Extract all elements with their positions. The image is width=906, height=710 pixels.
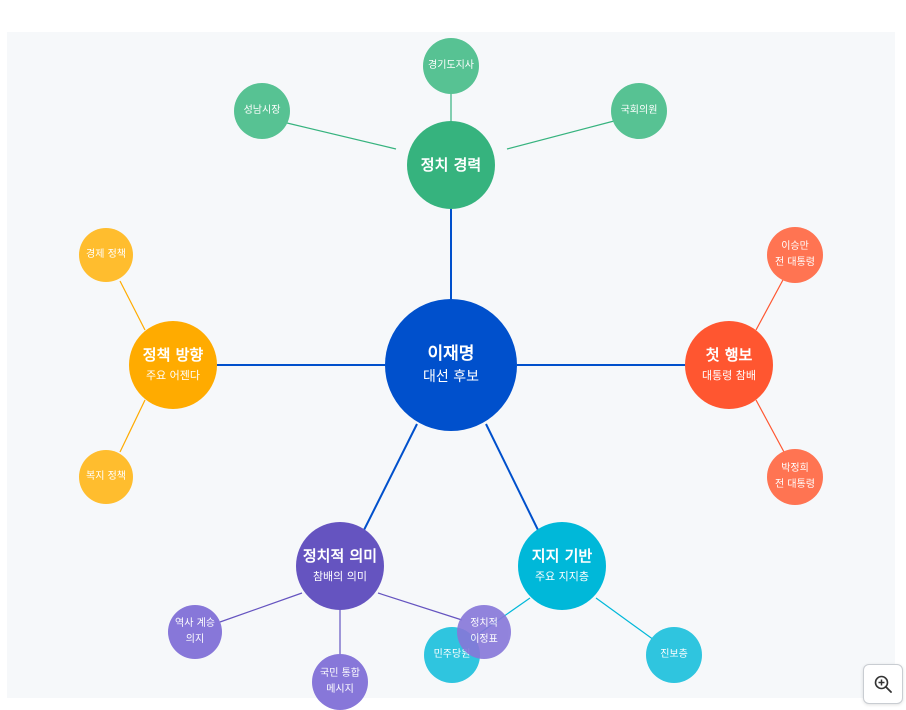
meaning-leaf-unity[interactable]: 국민 통합 메시지	[312, 654, 368, 710]
meaning-leaf-milestone[interactable]: 정치적 이정표	[457, 605, 511, 659]
career-leaf-governor[interactable]: 경기도지사	[423, 38, 479, 94]
leaf-label-line1: 박정희	[781, 463, 809, 474]
zoom-in-button[interactable]	[863, 664, 903, 704]
link-first-act-leaf-2	[755, 399, 785, 453]
branch-meaning-title: 정치적 의미	[302, 547, 378, 566]
leaf-label-line1: 국민 통합	[320, 668, 360, 679]
link-center-meaning	[363, 423, 418, 531]
link-career-leaf-2	[286, 122, 397, 150]
branch-career-title: 정치 경력	[420, 155, 482, 174]
leaf-label-line2: 전 대통령	[775, 479, 815, 490]
leaf-label-line2: 메시지	[326, 684, 354, 695]
branch-support-node[interactable]: 지지 기반 주요 지지층	[518, 522, 606, 610]
leaf-label: 국회의원	[620, 105, 658, 116]
branch-career-node[interactable]: 정치 경력	[407, 121, 495, 209]
link-policy-leaf-2	[119, 399, 146, 453]
branch-policy-node[interactable]: 정책 방향 주요 어젠다	[129, 321, 217, 409]
zoom-in-icon	[874, 675, 892, 693]
leaf-label: 복지 정책	[86, 471, 126, 482]
leaf-label-line2: 의지	[185, 634, 205, 645]
career-leaf-assembly[interactable]: 국회의원	[611, 83, 667, 139]
link-meaning-leaf-1	[219, 592, 303, 623]
center-title: 이재명	[427, 344, 475, 365]
branch-support-title: 지지 기반	[531, 547, 593, 566]
link-policy-leaf-1	[119, 280, 146, 331]
branch-meaning-node[interactable]: 정치적 의미 참배의 의미	[296, 522, 384, 610]
leaf-label-line2: 이정표	[470, 634, 498, 645]
leaf-label: 경기도지사	[428, 60, 474, 71]
leaf-label: 경제 정책	[86, 249, 126, 260]
link-center-support	[485, 423, 539, 531]
career-leaf-mayor[interactable]: 성남시장	[234, 83, 290, 139]
leaf-label-line1: 이승만	[781, 241, 809, 252]
policy-leaf-economy[interactable]: 경제 정책	[79, 228, 133, 282]
link-first-act-leaf-1	[755, 277, 785, 331]
link-support-leaf-2	[595, 597, 655, 641]
leaf-label-line1: 정치적	[470, 618, 498, 629]
center-node[interactable]: 이재명 대선 후보	[385, 299, 517, 431]
policy-leaf-welfare[interactable]: 복지 정책	[79, 450, 133, 504]
center-subtitle: 대선 후보	[423, 368, 479, 385]
first-act-leaf-rhee[interactable]: 이승만 전 대통령	[767, 227, 823, 283]
branch-first-act-subtitle: 대통령 참배	[701, 369, 757, 383]
branch-first-act-title: 첫 행보	[705, 346, 753, 365]
leaf-label-line1: 역사 계승	[175, 618, 215, 629]
support-leaf-progressives[interactable]: 진보층	[646, 627, 702, 683]
link-meaning-leaf-3	[377, 592, 463, 621]
leaf-label: 진보층	[660, 649, 688, 660]
branch-first-act-node[interactable]: 첫 행보 대통령 참배	[685, 321, 773, 409]
branch-support-subtitle: 주요 지지층	[534, 570, 590, 584]
leaf-label-line2: 전 대통령	[775, 257, 815, 268]
link-career-leaf-3	[506, 120, 615, 150]
branch-policy-title: 정책 방향	[142, 346, 204, 365]
first-act-leaf-park[interactable]: 박정희 전 대통령	[767, 449, 823, 505]
branch-meaning-subtitle: 참배의 의미	[312, 570, 368, 584]
leaf-label: 민주당원	[433, 649, 471, 660]
meaning-leaf-history[interactable]: 역사 계승 의지	[168, 605, 222, 659]
leaf-label: 성남시장	[243, 105, 281, 116]
branch-policy-subtitle: 주요 어젠다	[145, 369, 201, 383]
